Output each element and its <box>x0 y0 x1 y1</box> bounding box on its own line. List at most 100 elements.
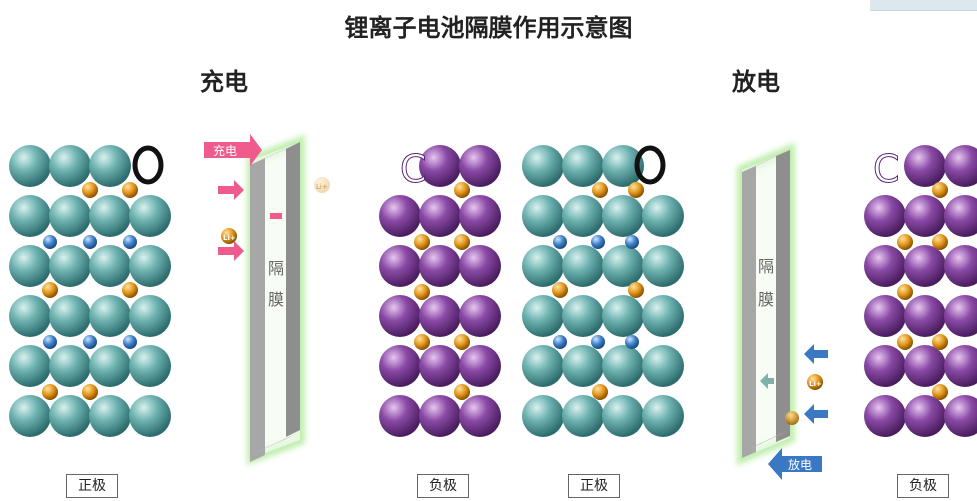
negative-electrode-sphere <box>379 345 421 387</box>
lithium-ion <box>454 182 470 198</box>
negative-electrode-sphere <box>459 345 501 387</box>
lithium-ion-faint <box>314 177 330 193</box>
positive-electrode-sphere <box>9 245 51 287</box>
positive-electrode-label-1: 正极 <box>66 474 118 498</box>
positive-electrode-sphere <box>642 395 684 437</box>
positive-electrode-sphere <box>49 295 91 337</box>
positive-electrode-sphere <box>9 395 51 437</box>
positive-electrode-sphere <box>522 145 564 187</box>
positive-electrode-sphere <box>562 345 604 387</box>
negative-electrode-sphere <box>419 245 461 287</box>
cobalt-ion <box>43 235 57 249</box>
positive-electrode-sphere <box>49 145 91 187</box>
lithium-ion <box>932 182 948 198</box>
separator-charge-label-bottom: 膜 <box>268 290 284 309</box>
negative-electrode-sphere <box>904 145 946 187</box>
positive-electrode-sphere <box>522 245 564 287</box>
lithium-ion <box>897 234 913 250</box>
negative-electrode-sphere <box>904 295 946 337</box>
negative-electrode-sphere <box>904 345 946 387</box>
positive-electrode-sphere <box>89 295 131 337</box>
lithium-ion-discharge <box>807 374 823 390</box>
charge-ion-arrow-passing <box>270 213 282 219</box>
cobalt-ion <box>123 235 137 249</box>
negative-electrode-sphere <box>419 395 461 437</box>
lithium-ion <box>82 182 98 198</box>
positive-electrode-sphere <box>642 295 684 337</box>
negative-electrode-sphere <box>864 195 906 237</box>
positive-electrode-sphere <box>602 145 644 187</box>
lithium-ion <box>454 384 470 400</box>
negative-electrode-sphere <box>459 295 501 337</box>
discharge-ion-arrow-1 <box>804 344 828 364</box>
negative-electrode-sphere <box>864 395 906 437</box>
separator-discharge <box>737 142 795 466</box>
negative-electrode-sphere <box>944 295 977 337</box>
negative-electrode-label-2: 负极 <box>897 474 949 498</box>
lithium-ion <box>932 234 948 250</box>
positive-electrode-sphere <box>602 395 644 437</box>
negative-electrode-sphere <box>459 145 501 187</box>
separator-charge-label-top: 隔 <box>268 259 284 278</box>
lithium-ion-label-charge: Li+ <box>223 234 236 242</box>
lithium-ion-faint-label: Li+ <box>316 183 328 191</box>
positive-electrode-label-2: 正极 <box>568 474 620 498</box>
positive-electrode-sphere <box>129 245 171 287</box>
negative-electrode-sphere <box>379 295 421 337</box>
cobalt-ion <box>591 235 605 249</box>
positive-electrode-sphere <box>562 245 604 287</box>
negative-electrode-sphere <box>379 195 421 237</box>
negative-symbol-discharge: C <box>873 147 900 191</box>
negative-electrode-sphere <box>419 195 461 237</box>
negative-electrode-sphere <box>944 345 977 387</box>
separator-discharge-label-bottom: 膜 <box>758 290 774 309</box>
positive-symbol-discharge <box>634 145 666 185</box>
lithium-ion <box>122 182 138 198</box>
cobalt-ion <box>625 235 639 249</box>
lithium-ion <box>897 334 913 350</box>
negative-electrode-sphere <box>944 145 977 187</box>
lithium-ion-charge <box>221 228 237 244</box>
negative-electrode-sphere <box>904 395 946 437</box>
negative-electrode-sphere <box>864 245 906 287</box>
positive-electrode-sphere <box>9 295 51 337</box>
lithium-ion <box>42 384 58 400</box>
positive-electrode-sphere <box>522 395 564 437</box>
charge-heading: 充电 <box>200 68 248 96</box>
negative-electrode-sphere <box>459 395 501 437</box>
positive-electrode-sphere <box>49 345 91 387</box>
charge-arrow-label-shape <box>204 134 262 166</box>
lithium-ion-label-discharge: Li+ <box>809 380 822 388</box>
separator-discharge-label-top: 隔 <box>758 257 774 276</box>
positive-electrode-sphere <box>89 145 131 187</box>
positive-symbol-charge <box>132 145 164 185</box>
positive-electrode-sphere <box>9 145 51 187</box>
lithium-ion <box>897 284 913 300</box>
positive-electrode-sphere <box>602 345 644 387</box>
lithium-ion <box>592 182 608 198</box>
cobalt-ion <box>83 235 97 249</box>
positive-electrode-sphere <box>129 295 171 337</box>
lithium-ion-discharge-2 <box>785 411 799 425</box>
negative-electrode-sphere <box>864 295 906 337</box>
discharge-ion-arrow-passing <box>760 373 774 389</box>
negative-electrode-sphere <box>379 245 421 287</box>
positive-electrode-sphere <box>642 345 684 387</box>
lithium-ion <box>122 282 138 298</box>
negative-electrode-sphere <box>864 345 906 387</box>
lithium-ion <box>414 234 430 250</box>
lithium-ion <box>932 334 948 350</box>
lithium-ion <box>42 282 58 298</box>
negative-electrode-sphere <box>459 245 501 287</box>
negative-electrode-sphere <box>379 395 421 437</box>
negative-electrode-sphere <box>419 295 461 337</box>
positive-electrode-sphere <box>9 345 51 387</box>
negative-electrode-sphere <box>904 245 946 287</box>
positive-electrode-sphere <box>602 245 644 287</box>
cobalt-ion <box>591 335 605 349</box>
lithium-ion <box>454 234 470 250</box>
cobalt-ion <box>83 335 97 349</box>
positive-electrode-sphere <box>49 195 91 237</box>
positive-electrode-sphere <box>642 195 684 237</box>
lithium-ion <box>82 384 98 400</box>
